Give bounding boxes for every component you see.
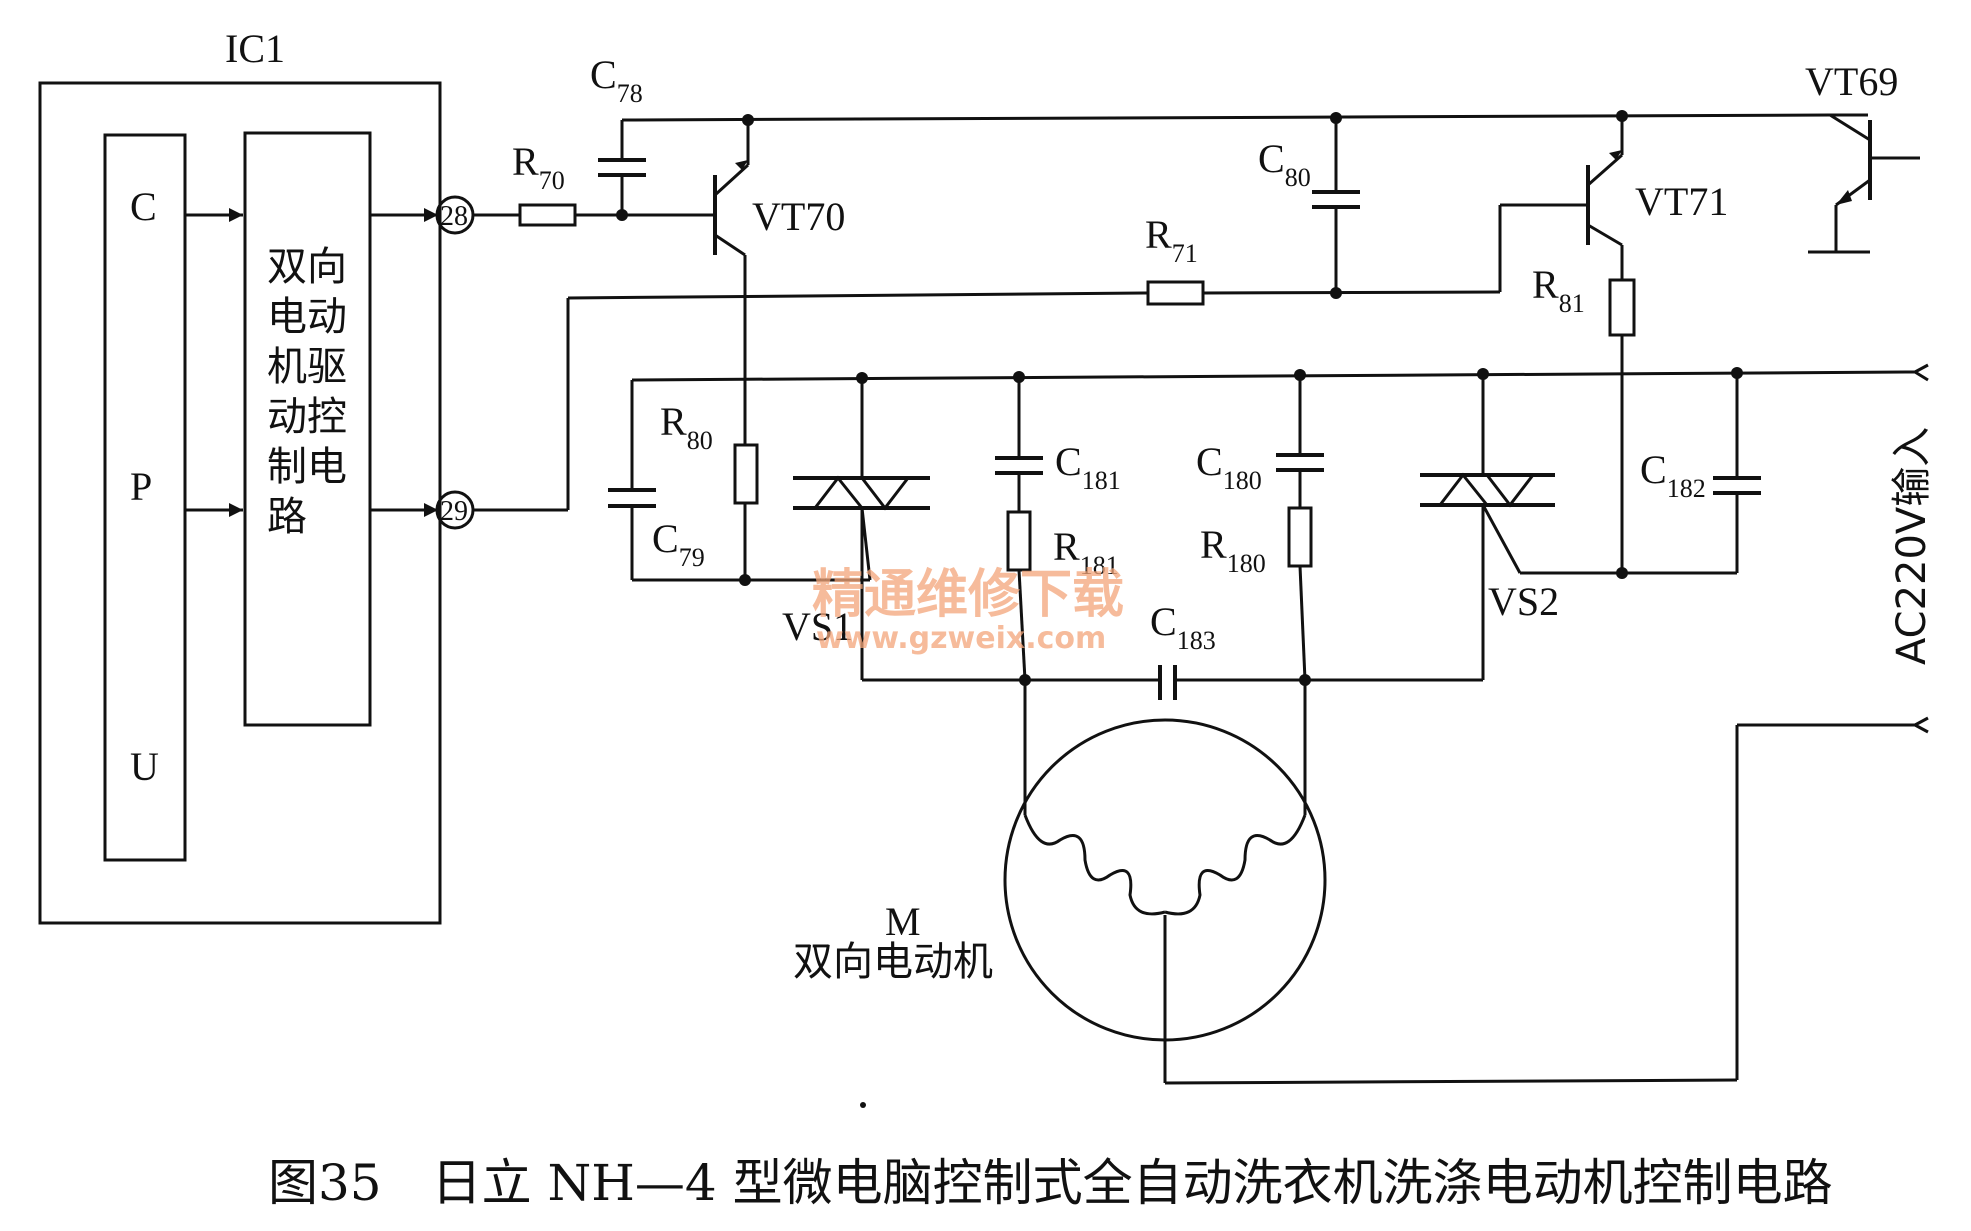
motor-label: M: [885, 899, 921, 944]
label-vt71: VT71: [1635, 179, 1728, 224]
ic1-block: IC1 C P U 双向 电动 机驱 动控 制电 路: [38, 26, 442, 925]
label-vt69: VT69: [1805, 59, 1898, 104]
label-c182: C182: [1640, 447, 1706, 503]
label-c79: C79: [652, 516, 705, 572]
cpu-letter-u: U: [130, 744, 159, 789]
figure-caption: 图35 日立 NH—4 型微电脑控制式全自动洗衣机洗涤电动机控制电路: [268, 1154, 1833, 1212]
ac-input-label: AC220V输入: [1889, 427, 1935, 665]
ic1-label: IC1: [225, 26, 285, 71]
component-labels: C78 R70 VT70 C80 R71 VT71 VT69 R81 R80 C…: [512, 52, 1898, 655]
cpu-box: [103, 133, 187, 862]
watermark-text: 精通维修下载: [812, 565, 1124, 625]
resistor-r181: [1006, 510, 1032, 572]
label-c180: C180: [1196, 439, 1262, 495]
pin-28: 28: [435, 195, 475, 235]
label-r81: R81: [1532, 262, 1585, 318]
resistor-r71: [1146, 280, 1205, 306]
resistor-r81: [1608, 278, 1636, 337]
label-r70: R70: [512, 139, 565, 195]
label-r80: R80: [660, 399, 713, 455]
driver-line-1: 双向: [267, 244, 347, 290]
label-vs1: VS1: [782, 604, 853, 649]
watermark-url: www.gzweix.com: [816, 621, 1106, 656]
resistor-r80: [733, 443, 759, 505]
motor-m: M 双向电动机: [793, 718, 1327, 1042]
label-r181: R181: [1053, 524, 1119, 580]
driver-line-4: 动控: [267, 394, 347, 440]
stray-dot: [860, 1102, 866, 1108]
label-c181: C181: [1055, 439, 1121, 495]
wires: [473, 110, 1929, 1085]
label-r71: R71: [1145, 212, 1198, 268]
label-vs2: VS2: [1488, 579, 1559, 624]
label-c78: C78: [590, 52, 643, 108]
cpu-letter-p: P: [130, 464, 152, 509]
label-vt70: VT70: [752, 194, 845, 239]
label-c80: C80: [1258, 136, 1311, 192]
svg-text:29: 29: [440, 496, 468, 527]
label-c183: C183: [1150, 599, 1216, 655]
driver-line-2: 电动: [267, 294, 347, 340]
resistor-r180: [1287, 506, 1313, 568]
driver-line-6: 路: [267, 494, 307, 540]
cpu-letter-c: C: [130, 184, 157, 229]
pin-29: 29: [435, 490, 475, 530]
motor-desc: 双向电动机: [793, 939, 993, 985]
label-r180: R180: [1200, 522, 1266, 578]
resistor-r70: [518, 203, 577, 227]
driver-block: [243, 131, 372, 727]
svg-text:28: 28: [440, 201, 468, 232]
driver-line-5: 制电: [267, 444, 347, 490]
driver-line-3: 机驱: [267, 344, 347, 390]
